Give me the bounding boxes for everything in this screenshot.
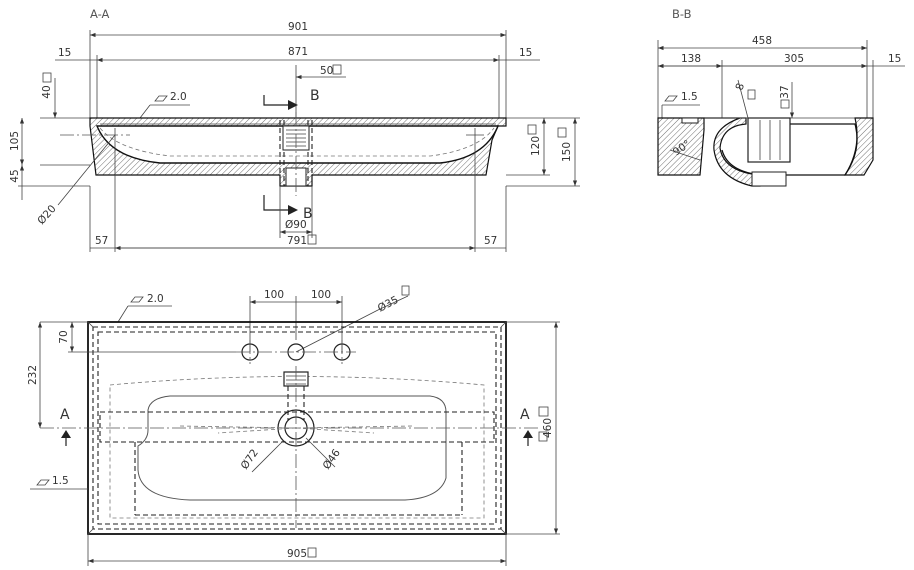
dim-bb-edge: 15 bbox=[888, 53, 901, 65]
flatness-bb: 1.5 bbox=[681, 91, 698, 103]
dim-plan-tap-right: 100 bbox=[311, 289, 331, 301]
section-bb-title: B-B bbox=[672, 7, 692, 21]
dim-aa-bottom-height: 45 bbox=[9, 169, 21, 182]
dim-bb-rise: 37 bbox=[779, 85, 791, 98]
dim-aa-rim-height: 40 bbox=[41, 85, 53, 98]
dim-plan-setback: 70 bbox=[58, 330, 70, 343]
dim-aa-inner-width: 871 bbox=[288, 46, 308, 58]
dim-aa-body-height: 105 bbox=[9, 131, 21, 151]
dim-aa-edge-right: 15 bbox=[519, 47, 532, 59]
cut-b-top: B bbox=[310, 88, 320, 104]
section-bb: B-B 458 138 305 15 1.5 8 37 bbox=[657, 7, 905, 187]
flatness-plan-top: 2.0 bbox=[147, 293, 164, 305]
dim-aa-overall-width: 901 bbox=[288, 21, 308, 33]
section-aa-profile bbox=[89, 117, 507, 187]
flatness-plan-side: 1.5 bbox=[52, 475, 69, 487]
dim-aa-depth-inner: 120 bbox=[530, 136, 542, 156]
dim-bb-front: 138 bbox=[681, 53, 701, 65]
dim-aa-radius: Ø20 bbox=[35, 203, 58, 227]
dim-aa-depth-total: 150 bbox=[561, 142, 573, 162]
dim-aa-basin-width: 791 bbox=[287, 235, 307, 247]
section-aa-title: A-A bbox=[90, 7, 110, 21]
section-bb-profile bbox=[657, 117, 874, 187]
dim-aa-margin-right: 57 bbox=[484, 235, 497, 247]
dim-plan-tap-hole: Ø35 bbox=[376, 294, 401, 315]
dim-bb-angle-8: 8 bbox=[734, 82, 748, 92]
dim-aa-margin-left: 57 bbox=[95, 235, 108, 247]
dim-plan-waste-72: Ø72 bbox=[239, 447, 261, 472]
dim-plan-to-axis: 232 bbox=[27, 365, 39, 385]
dim-aa-drain-offset: 50 bbox=[320, 65, 333, 77]
dim-aa-edge-left: 15 bbox=[58, 47, 71, 59]
plan-view: 2.0 100 100 Ø35 bbox=[27, 285, 560, 566]
flatness-aa: 2.0 bbox=[170, 91, 187, 103]
cut-a-left: A bbox=[60, 407, 70, 423]
dim-bb-back: 305 bbox=[784, 53, 804, 65]
dim-aa-drain-dia: Ø90 bbox=[285, 219, 307, 231]
dim-plan-width: 905 bbox=[287, 548, 307, 560]
dim-plan-waste-46: Ø46 bbox=[321, 447, 343, 472]
section-aa: A-A 901 871 15 15 50 2.0 B bbox=[9, 7, 580, 252]
dim-bb-overall-depth: 458 bbox=[752, 35, 772, 47]
cut-a-right: A bbox=[520, 407, 530, 423]
dim-plan-depth: 460 bbox=[542, 418, 554, 438]
dim-plan-tap-left: 100 bbox=[264, 289, 284, 301]
cut-b-bottom: B bbox=[303, 206, 313, 222]
